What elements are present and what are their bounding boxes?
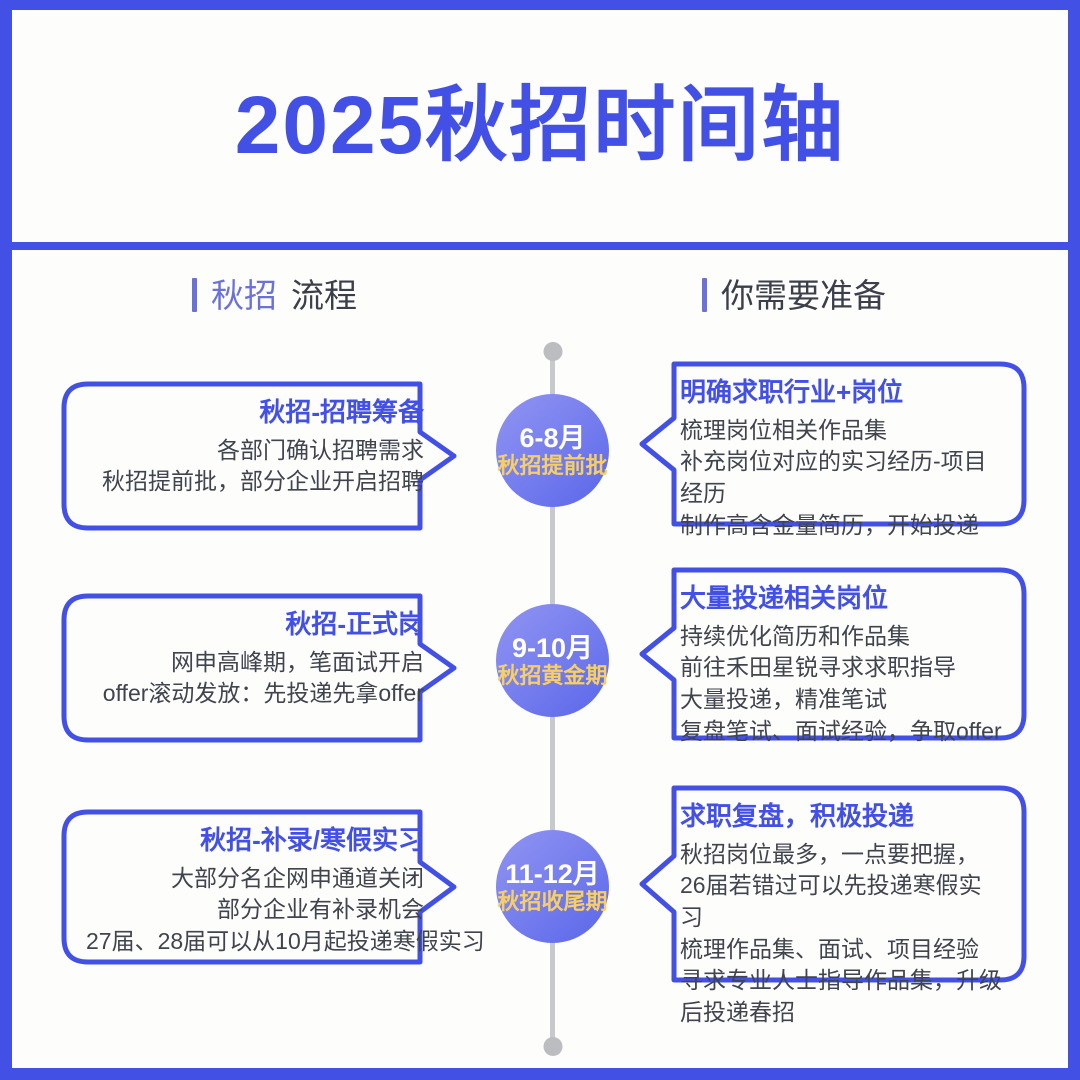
heading-process-plain: 流程: [291, 276, 357, 314]
node-month-label: 9-10月: [511, 632, 594, 663]
card-lines: 各部门确认招聘需求 秋招提前批，部分企业开启招聘: [86, 435, 424, 498]
preparation-card[interactable]: 明确求职行业+岗位 梳理岗位相关作品集 补充岗位对应的实习经历-项目经历 制作高…: [638, 360, 1028, 538]
spine-cap-top-icon: [543, 342, 562, 361]
column-headings: 秋招 流程 你需要准备: [12, 278, 1068, 338]
title-band: 2025秋招时间轴: [12, 10, 1068, 242]
card-content: 明确求职行业+岗位 梳理岗位相关作品集 补充岗位对应的实习经历-项目经历 制作高…: [680, 376, 1002, 541]
card-title: 秋招-正式岗: [285, 609, 424, 639]
card-line: 制作高含金量简历，开始投递: [680, 511, 979, 538]
timeline-node[interactable]: 6-8月 秋招提前批: [496, 394, 609, 507]
card-line: 大部分名企网申通道关闭: [171, 864, 424, 891]
heading-process: 秋招 流程: [192, 278, 357, 312]
card-line: 秋招岗位最多，一点要把握，26届若错过可以先投递寒假实习: [680, 840, 982, 930]
timeline-node[interactable]: 9-10月 秋招黄金期: [496, 604, 609, 717]
heading-bar-icon: [702, 278, 707, 312]
card-line: 寻求专业人士指导作品集，升级后投递春招: [680, 967, 1002, 1026]
card-line: 27届、28届可以从10月起投递寒假实习: [86, 927, 485, 954]
card-line: 前往禾田星锐寻求求职指导: [680, 654, 956, 681]
card-line: 秋招提前批，部分企业开启招聘: [102, 468, 424, 495]
process-card[interactable]: 秋招-招聘筹备 各部门确认招聘需求 秋招提前批，部分企业开启招聘: [60, 380, 458, 532]
card-content: 秋招-补录/寒假实习 大部分名企网申通道关闭 部分企业有补录机会 27届、28届…: [86, 824, 485, 958]
card-content: 大量投递相关岗位 持续优化简历和作品集 前往禾田星锐寻求求职指导 大量投递，精准…: [680, 582, 1002, 747]
card-line: 梳理作品集、面试、项目经验: [680, 935, 979, 962]
node-phase-label: 秋招黄金期: [497, 663, 608, 689]
node-month-label: 6-8月: [519, 422, 586, 453]
card-title: 秋招-招聘筹备: [259, 397, 424, 427]
spine-cap-bottom-icon: [543, 1037, 562, 1056]
heading-process-accent: 秋招: [211, 276, 277, 314]
timeline-node[interactable]: 11-12月 秋招收尾期: [496, 830, 609, 943]
node-month-label: 11-12月: [505, 858, 600, 889]
card-title: 大量投递相关岗位: [680, 583, 889, 613]
card-lines: 大部分名企网申通道关闭 部分企业有补录机会 27届、28届可以从10月起投递寒假…: [86, 863, 485, 958]
card-title: 求职复盘，积极投递: [680, 801, 915, 831]
heading-preparation: 你需要准备: [702, 278, 886, 312]
card-line: 部分企业有补录机会: [217, 896, 424, 923]
card-line: 各部门确认招聘需求: [217, 436, 424, 463]
card-lines: 秋招岗位最多，一点要把握，26届若错过可以先投递寒假实习 梳理作品集、面试、项目…: [680, 839, 1002, 1029]
card-line: 大量投递，精准笔试: [680, 685, 887, 712]
preparation-card[interactable]: 大量投递相关岗位 持续优化简历和作品集 前往禾田星锐寻求求职指导 大量投递，精准…: [638, 566, 1028, 744]
card-line: 复盘笔试、面试经验，争取offer: [680, 717, 1002, 744]
card-lines: 持续优化简历和作品集 前往禾田星锐寻求求职指导 大量投递，精准笔试 复盘笔试、面…: [680, 621, 1002, 748]
node-phase-label: 秋招提前批: [497, 453, 608, 479]
card-lines: 梳理岗位相关作品集 补充岗位对应的实习经历-项目经历 制作高含金量简历，开始投递: [680, 415, 1002, 542]
card-line: offer滚动发放：先投递先拿offer: [102, 680, 424, 707]
timeline-rows: 秋招-招聘筹备 各部门确认招聘需求 秋招提前批，部分企业开启招聘 6-8月 秋招…: [12, 250, 1068, 1068]
card-line: 持续优化简历和作品集: [680, 622, 910, 649]
card-content: 秋招-招聘筹备 各部门确认招聘需求 秋招提前批，部分企业开启招聘: [86, 396, 424, 498]
heading-preparation-plain: 你需要准备: [721, 276, 886, 314]
process-card[interactable]: 秋招-正式岗 网申高峰期，笔面试开启 offer滚动发放：先投递先拿offer: [60, 592, 458, 744]
card-content: 秋招-正式岗 网申高峰期，笔面试开启 offer滚动发放：先投递先拿offer: [86, 608, 424, 710]
preparation-card[interactable]: 求职复盘，积极投递 秋招岗位最多，一点要把握，26届若错过可以先投递寒假实习 梳…: [638, 784, 1028, 1025]
card-lines: 网申高峰期，笔面试开启 offer滚动发放：先投递先拿offer: [86, 647, 424, 710]
card-line: 补充岗位对应的实习经历-项目经历: [680, 448, 987, 506]
node-phase-label: 秋招收尾期: [497, 889, 608, 915]
card-title: 明确求职行业+岗位: [680, 377, 904, 407]
page-title: 2025秋招时间轴: [234, 80, 846, 171]
timeline-panel: 秋招 流程 你需要准备: [12, 250, 1068, 1068]
process-card[interactable]: 秋招-补录/寒假实习 大部分名企网申通道关闭 部分企业有补录机会 27届、28届…: [60, 808, 485, 966]
card-line: 网申高峰期，笔面试开启: [171, 648, 424, 675]
heading-bar-icon: [192, 278, 197, 312]
card-content: 求职复盘，积极投递 秋招岗位最多，一点要把握，26届若错过可以先投递寒假实习 梳…: [680, 800, 1002, 1029]
card-line: 梳理岗位相关作品集: [680, 416, 887, 443]
card-title: 秋招-补录/寒假实习: [200, 825, 424, 855]
